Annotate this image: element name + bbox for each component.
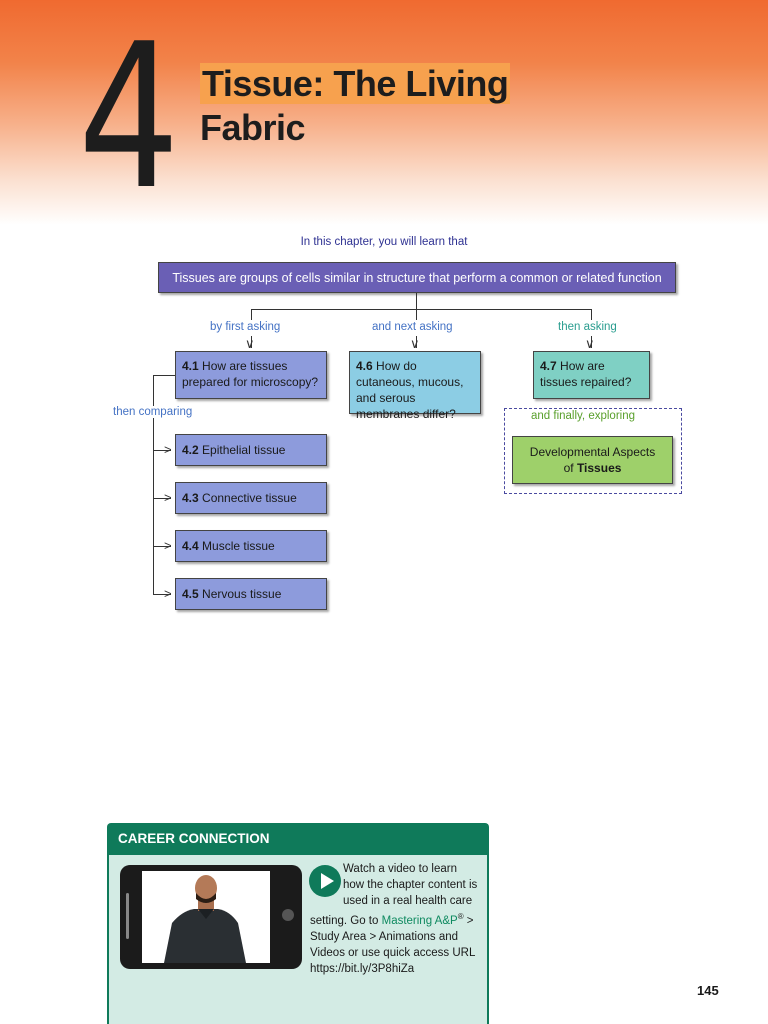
chapter-header-band [0, 0, 768, 225]
career-connection-text: Watch a video to learn how the chapter c… [310, 862, 485, 977]
arrow-down-icon: ∨ [410, 336, 420, 351]
career-text-line: used in a real health care [343, 894, 473, 907]
page-number: 145 [697, 983, 719, 998]
section-text: How are tissues prepared for microscopy? [182, 359, 319, 389]
play-video-icon[interactable] [309, 865, 341, 897]
section-box-4-3: 4.3 Connective tissue [175, 482, 327, 514]
arrow-right-icon: > [164, 490, 172, 505]
career-text-line: how the chapter content is [343, 878, 478, 891]
presenter-image [142, 871, 270, 963]
section-box-4-6: 4.6 How do cutaneous, mucous, and serous… [349, 351, 481, 421]
arrow-right-icon: > [164, 538, 172, 553]
registered-mark: ® [457, 912, 464, 922]
bracket-line [153, 375, 175, 376]
career-text-arrow: > [463, 915, 474, 928]
connector-line [416, 293, 417, 309]
section-number: 4.5 [182, 587, 199, 601]
section-box-4-2: 4.2 Epithelial tissue [175, 434, 327, 466]
connector-line [591, 336, 592, 348]
career-text-line: Watch a video to learn [343, 863, 457, 875]
career-connection-panel: CAREER CONNECTION Watch a video to learn… [107, 823, 489, 1024]
developmental-dashed-frame [504, 408, 682, 494]
connector-line [251, 336, 252, 348]
video-phone-thumbnail[interactable] [120, 865, 302, 969]
section-text: How do cutaneous, mucous, and serous mem… [356, 359, 464, 421]
chapter-title-line1: Tissue: The Living [200, 63, 511, 104]
career-text-setting: setting. Go to [310, 915, 379, 928]
developmental-prefix: of [563, 461, 574, 475]
chapter-number: 4 [78, 1, 180, 234]
section-text: Nervous tissue [202, 587, 282, 601]
arrow-down-icon: ∨ [585, 336, 595, 351]
section-text: How are tissues repaired? [540, 359, 632, 389]
connector-line [416, 309, 417, 320]
bracket-line [153, 375, 154, 594]
developmental-aspects-box: Developmental Aspects of Tissues [512, 436, 673, 484]
bracket-branch [153, 450, 171, 451]
section-box-4-5: 4.5 Nervous tissue [175, 578, 327, 610]
concept-map-intro: In this chapter, you will learn that [300, 236, 468, 248]
section-number: 4.7 [540, 359, 557, 373]
career-text-line: Videos or use quick access URL [310, 946, 476, 959]
section-number: 4.2 [182, 443, 199, 457]
arrow-down-icon: ∨ [245, 336, 255, 351]
section-text: Epithelial tissue [202, 443, 286, 457]
bracket-branch [153, 546, 171, 547]
connector-label-finally: and finally, exploring [528, 410, 638, 422]
developmental-line1: Developmental Aspects [529, 445, 656, 459]
video-screen[interactable] [142, 871, 270, 963]
section-number: 4.3 [182, 491, 199, 505]
arrow-right-icon: > [164, 442, 172, 457]
phone-camera [282, 909, 294, 921]
section-text: Connective tissue [202, 491, 297, 505]
connector-label-then: then asking [558, 321, 617, 333]
bracket-branch [153, 594, 171, 595]
chapter-title-line2: Fabric [200, 107, 306, 148]
mastering-ap-link[interactable]: Mastering A&P [381, 915, 458, 928]
bracket-branch [153, 498, 171, 499]
chapter-title: Tissue: The Living Fabric [200, 62, 520, 150]
section-box-4-7: 4.7 How are tissues repaired? [533, 351, 650, 399]
section-box-4-1: 4.1 How are tissues prepared for microsc… [175, 351, 327, 399]
developmental-bold: Tissues [576, 461, 622, 475]
connector-line [591, 309, 592, 320]
connector-line [251, 309, 252, 320]
phone-button [126, 893, 129, 939]
career-text-line: Study Area > Animations and [310, 931, 459, 944]
connector-line [416, 336, 417, 348]
main-statement-box: Tissues are groups of cells similar in s… [158, 262, 676, 293]
connector-label-comparing: then comparing [111, 406, 195, 418]
career-connection-heading: CAREER CONNECTION [109, 825, 487, 855]
quick-access-url[interactable]: https://bit.ly/3P8hiZa [310, 962, 415, 975]
section-text: Muscle tissue [202, 539, 275, 553]
connector-label-next: and next asking [372, 321, 453, 333]
section-box-4-4: 4.4 Muscle tissue [175, 530, 327, 562]
connector-line [251, 309, 592, 310]
section-number: 4.1 [182, 359, 199, 373]
connector-label-first: by first asking [210, 321, 281, 333]
section-number: 4.4 [182, 539, 199, 553]
arrow-right-icon: > [164, 586, 172, 601]
section-number: 4.6 [356, 359, 373, 373]
